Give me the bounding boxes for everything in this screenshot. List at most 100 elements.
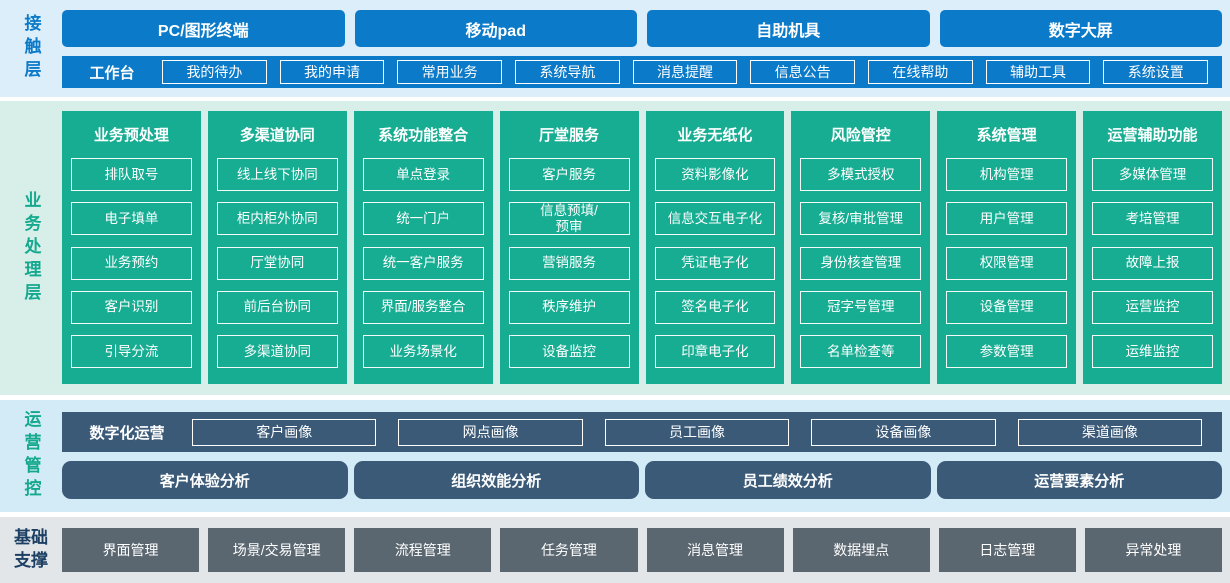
business-item-box: 排队取号 [71, 158, 192, 191]
business-column-items: 资料影像化信息交互电子化凭证电子化签名电子化印章电子化 [654, 158, 776, 368]
channel-box: 自助机具 [647, 10, 930, 47]
business-item-box: 秩序维护 [508, 290, 630, 324]
business-item-box: 用户管理 [946, 202, 1068, 236]
workbench-item: 信息公告 [750, 60, 856, 84]
business-item-box: 多渠道协同 [216, 335, 338, 368]
profile-box: 客户画像 [192, 418, 377, 446]
business-columns: 业务预处理 排队取号电子填单业务预约客户识别引导分流 多渠道协同 线上线下协同柜… [62, 111, 1222, 384]
business-column: 业务预处理 排队取号电子填单业务预约客户识别引导分流 [62, 111, 201, 384]
analysis-items: 客户体验分析组织效能分析员工绩效分析运营要素分析 [62, 461, 1222, 499]
business-item-box: 运营监控 [1092, 290, 1213, 324]
operations-layer: 运营管控 数字化运营 客户画像网点画像员工画像设备画像渠道画像 客户体验分析组织… [0, 400, 1230, 512]
workbench-item: 消息提醒 [632, 60, 738, 84]
business-item-box: 统一门户 [362, 202, 484, 236]
foundation-box: 界面管理 [62, 528, 200, 572]
business-item-box: 印章电子化 [654, 335, 776, 368]
business-item-box: 信息交互电子化 [654, 202, 776, 236]
business-column-title: 多渠道协同 [239, 127, 315, 144]
profile-box: 员工画像 [604, 418, 790, 446]
profile-box: 设备画像 [811, 418, 996, 446]
foundation-items: 界面管理场景/交易管理流程管理任务管理消息管理数据埋点日志管理异常处理 [62, 528, 1222, 572]
business-column-title: 风险管控 [830, 127, 891, 144]
business-item-box: 客户服务 [508, 158, 630, 191]
business-column-items: 多媒体管理考培管理故障上报运营监控运维监控 [1092, 158, 1213, 368]
business-item-box: 多媒体管理 [1092, 158, 1213, 191]
workbench-item: 常用业务 [397, 60, 503, 84]
business-column: 系统功能整合 单点登录统一门户统一客户服务界面/服务整合业务场景化 [353, 111, 493, 384]
channel-box: 数字大屏 [939, 10, 1222, 47]
business-item-box: 权限管理 [946, 246, 1068, 280]
channel-box: PC/图形终端 [62, 10, 345, 47]
workbench-item: 在线帮助 [868, 60, 973, 84]
workbench-bar: 工作台 我的待办我的申请常用业务系统导航消息提醒信息公告在线帮助辅助工具系统设置 [62, 56, 1222, 88]
business-item-box: 业务场景化 [362, 335, 484, 368]
business-column-items: 线上线下协同柜内柜外协同厅堂协同前后台协同多渠道协同 [216, 158, 338, 368]
business-column-title: 系统功能整合 [378, 127, 469, 144]
business-item-box: 故障上报 [1092, 246, 1213, 280]
profile-box: 渠道画像 [1017, 418, 1203, 446]
foundation-box: 日志管理 [938, 528, 1076, 572]
business-item-box: 参数管理 [946, 335, 1068, 368]
business-column: 运营辅助功能 多媒体管理考培管理故障上报运营监控运维监控 [1083, 111, 1222, 384]
business-item-box: 凭证电子化 [654, 246, 776, 280]
analysis-box: 客户体验分析 [62, 461, 348, 499]
workbench-item: 系统设置 [1103, 60, 1209, 84]
business-column-items: 单点登录统一门户统一客户服务界面/服务整合业务场景化 [362, 158, 484, 368]
business-item-box: 冠字号管理 [800, 290, 922, 324]
business-item-box: 统一客户服务 [362, 246, 484, 280]
foundation-box: 任务管理 [500, 528, 638, 572]
business-item-box: 设备监控 [508, 335, 630, 368]
business-item-box: 柜内柜外协同 [216, 202, 338, 236]
foundation-layer-label: 基础支撑 [0, 517, 62, 583]
business-column-title: 系统管理 [976, 127, 1037, 144]
business-layer-label: 业务处理层 [21, 190, 41, 306]
workbench-label: 工作台 [89, 64, 135, 82]
business-item-box: 复核/审批管理 [800, 202, 922, 236]
business-item-box: 线上线下协同 [216, 158, 338, 191]
business-column-title: 运营辅助功能 [1107, 127, 1198, 144]
business-column: 厅堂服务 客户服务信息预填/ 预审营销服务秩序维护设备监控 [499, 111, 639, 384]
business-column-items: 客户服务信息预填/ 预审营销服务秩序维护设备监控 [508, 158, 630, 368]
workbench-item: 系统导航 [515, 60, 620, 84]
business-item-box: 客户识别 [71, 290, 192, 324]
foundation-box: 消息管理 [646, 528, 784, 572]
business-column: 风险管控 多模式授权复核/审批管理身份核查管理冠字号管理名单检查等 [791, 111, 931, 384]
operations-layer-label: 运营管控 [21, 410, 41, 502]
channel-box: 移动pad [354, 10, 637, 47]
profile-box: 网点画像 [398, 418, 583, 446]
analysis-box: 组织效能分析 [353, 461, 639, 499]
business-item-box: 机构管理 [946, 158, 1068, 191]
foundation-box: 数据埋点 [792, 528, 930, 572]
analysis-box: 员工绩效分析 [645, 461, 931, 499]
business-item-box: 多模式授权 [800, 158, 922, 191]
business-item-box: 身份核查管理 [800, 246, 922, 280]
business-item-box: 信息预填/ 预审 [508, 202, 630, 236]
foundation-box: 异常处理 [1084, 528, 1222, 572]
workbench-item: 我的申请 [279, 60, 385, 84]
business-item-box: 界面/服务整合 [362, 290, 484, 324]
foundation-box: 场景/交易管理 [208, 528, 346, 572]
business-item-box: 引导分流 [71, 335, 192, 368]
foundation-box: 流程管理 [354, 528, 492, 572]
profile-items: 客户画像网点画像员工画像设备画像渠道画像 [192, 418, 1203, 446]
business-item-box: 前后台协同 [216, 290, 338, 324]
workbench-item: 我的待办 [162, 60, 267, 84]
business-column: 多渠道协同 线上线下协同柜内柜外协同厅堂协同前后台协同多渠道协同 [207, 111, 347, 384]
channel-row: PC/图形终端移动pad 自助机具数字大屏 [62, 10, 1222, 47]
business-column: 业务无纸化 资料影像化信息交互电子化凭证电子化签名电子化印章电子化 [645, 111, 785, 384]
business-item-box: 运维监控 [1092, 335, 1213, 368]
business-item-box: 电子填单 [71, 202, 192, 236]
business-item-box: 单点登录 [362, 158, 484, 191]
workbench-item: 辅助工具 [985, 60, 1091, 84]
foundation-layer-label-text: 基础支撑 [14, 528, 48, 570]
business-item-box: 业务预约 [71, 246, 192, 280]
business-column-items: 排队取号电子填单业务预约客户识别引导分流 [71, 158, 192, 368]
business-column-items: 机构管理用户管理权限管理设备管理参数管理 [946, 158, 1068, 368]
business-column: 系统管理 机构管理用户管理权限管理设备管理参数管理 [937, 111, 1077, 384]
analysis-box: 运营要素分析 [936, 461, 1222, 499]
business-layer: 业务处理层 业务预处理 排队取号电子填单业务预约客户识别引导分流 多渠道协同 线… [0, 101, 1230, 395]
business-item-box: 设备管理 [946, 290, 1068, 324]
business-column-title: 业务预处理 [93, 127, 169, 144]
digital-ops-label: 数字化运营 [89, 424, 165, 442]
